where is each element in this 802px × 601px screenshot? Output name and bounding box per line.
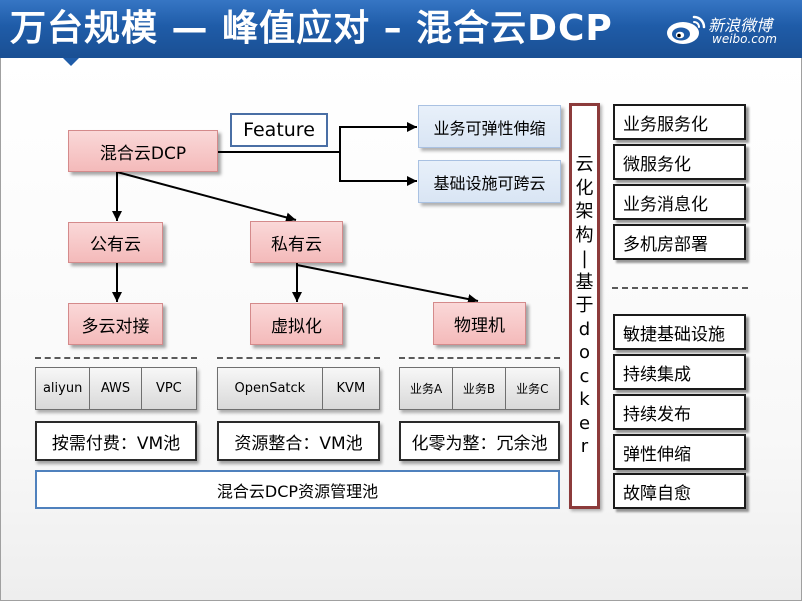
architecture-label-char: o [578, 342, 590, 364]
pool-item: aliyun [36, 368, 91, 409]
capability-item: 弹性伸缩 [613, 434, 746, 470]
pool-summary-public: 按需付费：VM池 [35, 421, 197, 461]
separator-physical [399, 357, 560, 359]
node-public-cloud: 公有云 [68, 222, 163, 263]
feature-elastic-scaling: 业务可弹性伸缩 [418, 105, 561, 148]
architecture-label-char: 于 [575, 295, 594, 317]
architecture-label-char: 架 [575, 201, 594, 223]
pool-item: 业务B [453, 368, 506, 409]
pool-item: VPC [141, 368, 196, 409]
node-virtualization: 虚拟化 [250, 303, 343, 345]
architecture-label-char: 构 [575, 224, 594, 246]
architecture-label-char: | [581, 248, 588, 270]
pool-item: 业务A [400, 368, 454, 409]
weibo-eye-icon [667, 15, 706, 44]
slide-title: 万台规模 — 峰值应对 – 混合云DCP [10, 8, 613, 49]
architecture-label-char: e [578, 412, 591, 434]
weibo-logo: 新浪微博 weibo.com [666, 10, 794, 50]
pool-item: KVM [322, 368, 379, 409]
separator-virtual [217, 357, 380, 359]
banner-notch [63, 58, 79, 66]
node-private-cloud: 私有云 [250, 221, 343, 263]
capability-item: 业务服务化 [613, 104, 746, 140]
architecture-label-char: r [580, 436, 589, 458]
separator-public [35, 357, 197, 359]
pool-items-public: aliyun AWS VPC [35, 367, 197, 410]
node-multi-cloud: 多云对接 [68, 303, 163, 345]
feature-tag: Feature [230, 113, 328, 147]
pool-item: 业务C [505, 368, 559, 409]
capability-separator [612, 287, 748, 289]
capability-item: 业务消息化 [613, 184, 746, 220]
architecture-label-char: d [578, 318, 591, 340]
architecture-label-char: 云 [575, 154, 594, 176]
node-hybrid-cloud-dcp: 混合云DCP [68, 130, 218, 172]
pool-summary-physical: 化零为整：冗余池 [399, 421, 560, 461]
pool-items-virtual: OpenSatck KVM [217, 367, 380, 410]
resource-management-pool: 混合云DCP资源管理池 [35, 470, 560, 509]
capability-item: 敏捷基础设施 [613, 314, 746, 350]
capability-item: 故障自愈 [613, 473, 746, 509]
pool-item: AWS [90, 368, 142, 409]
node-physical-machine: 物理机 [433, 302, 526, 345]
title-banner: 万台规模 — 峰值应对 – 混合云DCP 新浪微博 weibo.com [0, 0, 802, 58]
architecture-label-char: k [579, 389, 590, 411]
capability-item: 微服务化 [613, 144, 746, 180]
capability-item: 持续集成 [613, 354, 746, 390]
feature-cross-cloud: 基础设施可跨云 [418, 160, 561, 203]
logo-domain: weibo.com [712, 32, 777, 46]
architecture-label-char: 化 [575, 177, 594, 199]
logo-name: 新浪微博 [708, 16, 773, 35]
pool-items-physical: 业务A 业务B 业务C [399, 367, 560, 410]
pool-item: OpenSatck [218, 368, 323, 409]
pool-summary-virtual: 资源整合：VM池 [217, 421, 380, 461]
architecture-label-char: 基 [575, 271, 594, 293]
capability-item: 多机房部署 [613, 224, 746, 260]
architecture-label-char: c [579, 365, 590, 387]
capability-item: 持续发布 [613, 394, 746, 430]
